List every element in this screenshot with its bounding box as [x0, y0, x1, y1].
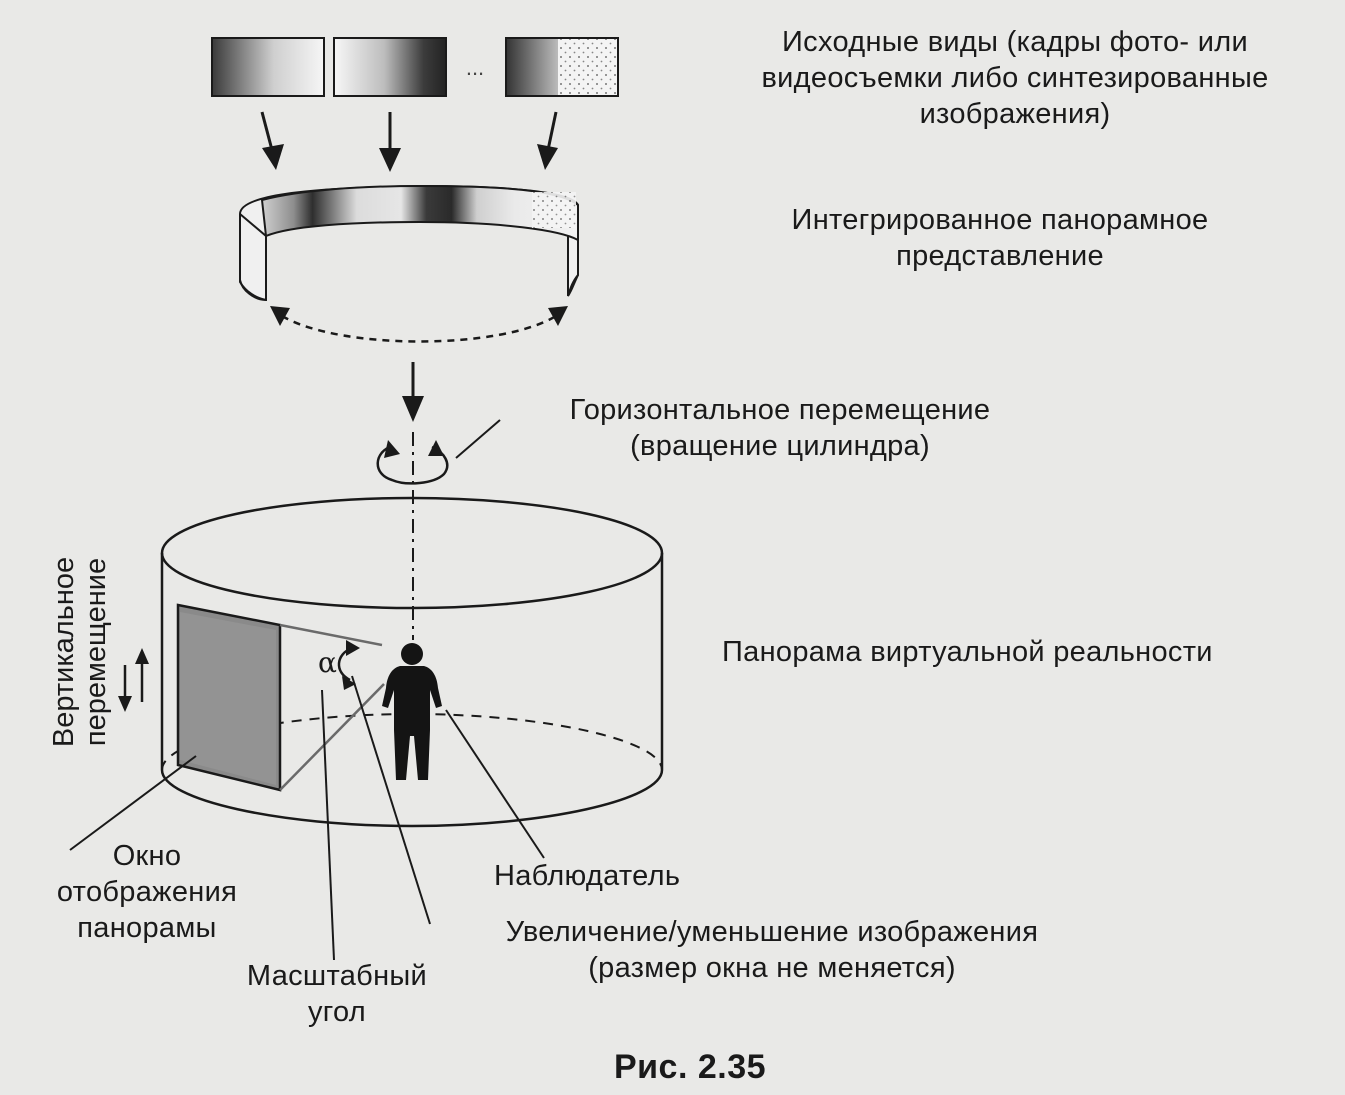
leader-lines: [69, 675, 545, 961]
vertical-line-2: перемещение: [80, 557, 112, 747]
vertical-line-1: Вертикальное: [48, 556, 80, 748]
vr-panorama-text: Панорама виртуальной реальности: [722, 636, 1213, 668]
integrated-label: Интегрированное панорамное представление: [720, 202, 1280, 274]
figure-caption: Рис. 2.35: [613, 1048, 767, 1086]
down-arrow: [402, 362, 424, 422]
horizontal-leader: [455, 419, 501, 459]
source-views-label: Исходные виды (кадры фото- или видеосъем…: [700, 24, 1330, 132]
horizontal-line-2: (вращение цилиндра): [630, 430, 930, 462]
window-line-2: отображения: [56, 876, 238, 908]
panorama-window: [176, 603, 282, 792]
window-label: Окно отображения панорамы: [36, 838, 258, 946]
zoom-line-1: Увеличение/уменьшение изображения: [505, 916, 1039, 948]
scale-angle-line-2: угол: [307, 996, 367, 1028]
source-frames: ...: [211, 37, 619, 97]
vertical-arrows: [118, 648, 149, 712]
observer-figure: [382, 643, 442, 780]
integrated-line-2: представление: [896, 240, 1104, 272]
alpha-symbol: α: [318, 646, 337, 679]
source-views-line-2: видеосъемки либо синтезированные: [761, 62, 1269, 94]
source-views-line-1: Исходные виды (кадры фото- или: [782, 26, 1248, 58]
source-views-line-3: изображения): [919, 98, 1111, 130]
window-line-1: Окно: [112, 840, 182, 872]
view-frustum: [279, 623, 385, 791]
zoom-line-2: (размер окна не меняется): [588, 952, 956, 984]
source-frame-2: [333, 37, 447, 97]
scale-angle-label: Масштабный угол: [222, 958, 452, 1030]
frame-arrows: [260, 111, 558, 172]
integrated-line-1: Интегрированное панорамное: [791, 204, 1209, 236]
horizontal-line-1: Горизонтальное перемещение: [569, 394, 991, 426]
observer-label: Наблюдатель: [494, 858, 680, 894]
window-line-3: панорамы: [77, 912, 217, 944]
frames-ellipsis: ...: [466, 55, 484, 80]
horizontal-label: Горизонтальное перемещение (вращение цил…: [510, 392, 1050, 464]
scale-angle-line-1: Масштабный: [246, 960, 428, 992]
rotation-icon: [376, 440, 449, 485]
wrap-dashed-arrow: [270, 306, 568, 343]
source-frame-1: [211, 37, 325, 97]
vr-panorama-label: Панорама виртуальной реальности: [722, 634, 1213, 670]
vertical-movement-label: Вертикальное перемещение: [48, 536, 112, 768]
source-frame-3-dots: [558, 39, 617, 95]
zoom-label: Увеличение/уменьшение изображения (разме…: [442, 914, 1102, 986]
angle-arc: [337, 640, 360, 690]
integrated-band: [239, 184, 579, 302]
observer-text: Наблюдатель: [494, 860, 681, 892]
